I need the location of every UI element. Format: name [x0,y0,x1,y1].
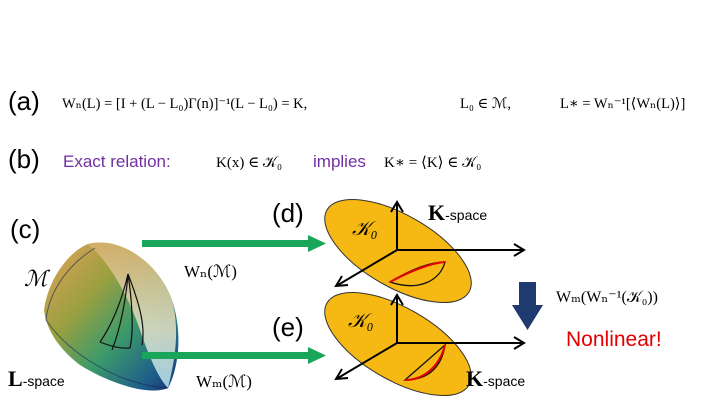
k-axes-bottom-icon [334,293,526,381]
label-a: (a) [8,86,40,116]
lstar-a: L∗ = Wₙ⁻¹[⟨Wₙ(L)⟩] [560,96,686,112]
k-space-label-top: K-space [428,200,487,226]
label-e: (e) [272,312,304,342]
equation-b2: K∗ = ⟨K⟩ ∈ 𝒦₀ [384,155,482,171]
k-space-symbol-top: K [428,200,446,225]
k-space-text-bottom: -space [483,373,526,389]
nonlinear-note: Nonlinear! [566,328,662,351]
manifold-symbol: ℳ [24,266,48,291]
down-arrow-icon [512,282,543,330]
k-space-text-top: -space [445,207,488,223]
k-axes-top-icon [334,200,526,288]
l-space-symbol: L [8,366,23,391]
label-d: (d) [272,198,304,228]
text-exact-relation: Exact relation: [63,152,171,171]
l-space-label: L-space [8,366,65,392]
k0-symbol-top: 𝒦₀ [352,218,378,240]
green-arrow-top-icon [142,235,326,252]
l-space-text: -space [22,373,65,389]
equation-a: Wₙ(L) = [I + (L − L₀)Γ(n)]⁻¹(L − L₀) = K… [62,96,308,112]
label-b: (b) [8,144,40,174]
text-implies: implies [313,152,366,171]
equation-b1: K(x) ∈ 𝒦₀ [216,155,283,171]
down-arrow-label: Wₘ(Wₙ⁻¹(𝒦₀)) [556,289,658,306]
k-space-label-bottom: K-space [466,366,525,392]
arrow-bottom-label: Wₘ(ℳ) [196,372,252,391]
k0-symbol-bottom: 𝒦₀ [348,310,374,332]
green-arrow-bottom-icon [142,347,326,364]
k-space-symbol-bottom: K [466,366,484,391]
arrow-top-label: Wₙ(ℳ) [184,262,237,281]
condition-a: L₀ ∈ ℳ, [460,96,512,112]
label-c: (c) [10,214,41,244]
